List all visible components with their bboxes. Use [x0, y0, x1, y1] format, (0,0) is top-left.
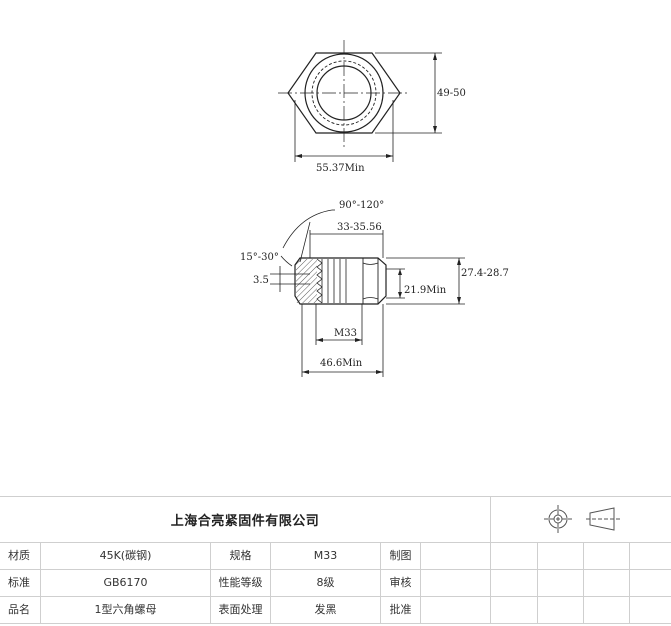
- value-product: 1型六角螺母: [94, 603, 157, 616]
- chamfer-angle-label: 90°-120°: [339, 200, 384, 211]
- title-block: 上海合亮紧固件有限公司 材质 45K(碳钢) 规格 M33 制图 标准 GB61…: [0, 496, 671, 626]
- chamfer-angle-dim: [282, 209, 335, 263]
- value-spec: M33: [313, 549, 338, 562]
- wrench-height-dim: [386, 268, 405, 299]
- value-finish: 发黑: [314, 603, 337, 616]
- nut-drawing: 49-50 55.37Min 90°-120°: [240, 40, 509, 377]
- thread-depth-dim: [270, 266, 310, 292]
- label-finish: 表面处理: [218, 603, 263, 616]
- value-grade: 8级: [316, 576, 335, 589]
- label-drawn: 制图: [389, 549, 412, 562]
- thread-teeth: [316, 258, 347, 304]
- thread-depth-label: 3.5: [253, 275, 269, 286]
- bearing-face-label: 46.6Min: [320, 358, 363, 369]
- thread-chamfer-label: 15°-30°: [240, 252, 279, 263]
- across-flats-dim: [375, 52, 442, 134]
- across-corners-label: 55.37Min: [316, 163, 365, 174]
- title-block-grid: [0, 496, 671, 624]
- height-dim: [386, 257, 465, 305]
- first-angle-projection-icon: [544, 505, 620, 533]
- label-grade: 性能等级: [218, 576, 263, 589]
- label-product: 品名: [8, 603, 30, 616]
- bearing-face-dim: [301, 304, 384, 377]
- bearing-dia-dim: [309, 230, 384, 258]
- across-flats-label: 49-50: [437, 88, 466, 99]
- value-material: 45K(碳钢): [99, 549, 152, 562]
- label-spec: 规格: [229, 549, 252, 562]
- height-label: 27.4-28.7: [461, 268, 509, 279]
- thread-chamfer-dim: [280, 255, 293, 267]
- bearing-dia-label: 33-35.56: [337, 222, 382, 233]
- top-view: [278, 40, 408, 148]
- section-hatch: [296, 259, 317, 303]
- label-standard: 标准: [8, 576, 30, 589]
- label-material: 材质: [8, 549, 30, 562]
- front-view: [294, 257, 387, 305]
- label-approved: 批准: [389, 603, 412, 616]
- wrench-height-label: 21.9Min: [404, 285, 447, 296]
- thread-size-label: M33: [334, 328, 357, 339]
- company-name: 上海合亮紧固件有限公司: [170, 513, 320, 529]
- thread-size-dim: [315, 304, 363, 345]
- value-standard: GB6170: [103, 576, 148, 589]
- across-corners-dim: [294, 100, 394, 162]
- label-checked: 审核: [389, 576, 412, 589]
